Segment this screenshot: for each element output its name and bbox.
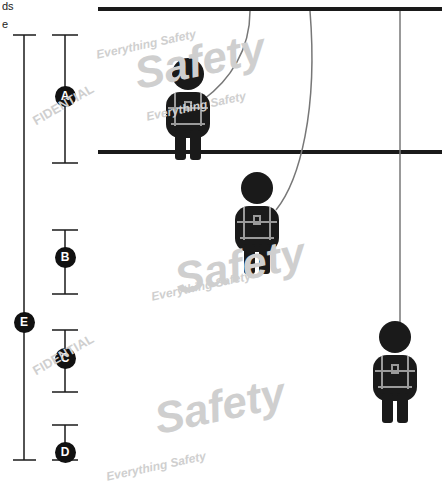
callout-circle: B [55,247,76,268]
dimension-bracket [52,230,78,294]
dimension-bracket [13,35,36,460]
cut-off-text: e [2,18,8,30]
callout-circle: D [55,442,76,463]
cut-off-text: ds [2,0,14,12]
watermark: Safety [150,368,290,444]
callout-letter: D [61,446,70,458]
callout-letter: E [20,316,28,328]
watermark: Everything Safety [105,449,207,484]
lifeline [399,11,401,352]
walking-surface [98,150,442,154]
watermark: FIDENTIAL [30,331,96,378]
watermark: Safety [130,23,270,99]
callout-letter: B [61,251,70,263]
callout-circle: E [14,312,35,333]
anchor-beam [98,7,442,11]
lanyard [276,11,312,210]
